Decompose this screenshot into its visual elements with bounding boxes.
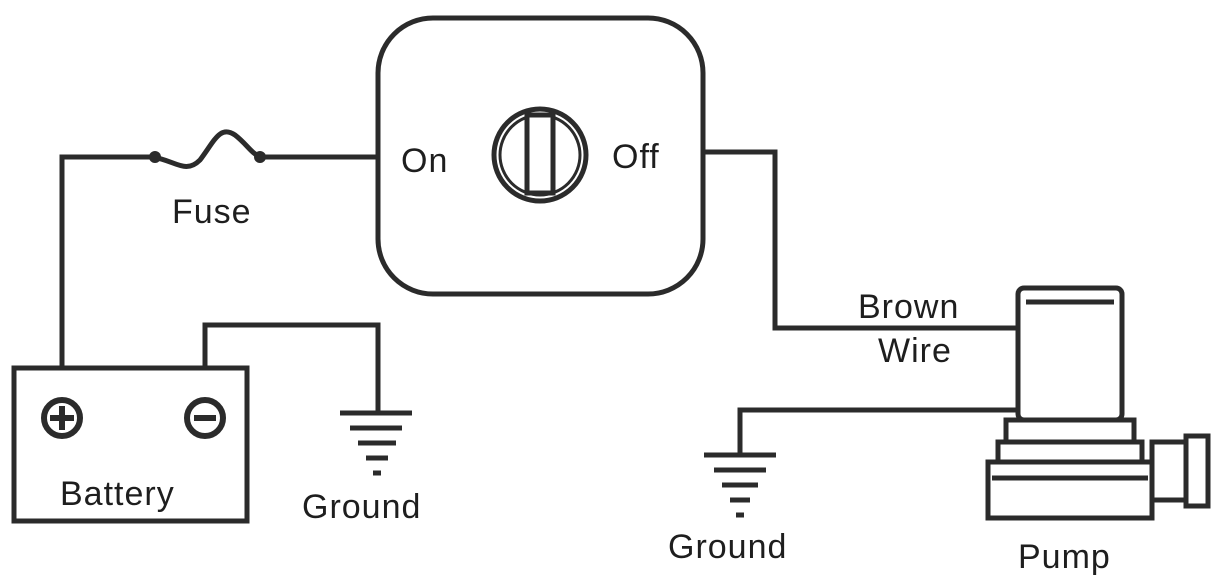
wire-battery-to-ground bbox=[202, 322, 381, 413]
on-label: On bbox=[401, 142, 448, 180]
off-label: Off bbox=[612, 138, 660, 176]
ground-icon-left bbox=[340, 410, 412, 476]
ground-label-right: Ground bbox=[668, 528, 787, 566]
wire-brown bbox=[703, 149, 1018, 331]
wire-battery-to-fuse bbox=[59, 154, 152, 368]
ground-icon-right bbox=[704, 452, 776, 518]
fuse bbox=[149, 129, 266, 169]
negative-terminal-icon bbox=[184, 397, 226, 439]
positive-terminal-icon bbox=[41, 397, 83, 439]
pump-label: Pump bbox=[1018, 538, 1111, 576]
rocker-switch-icon[interactable] bbox=[491, 106, 589, 204]
battery-label: Battery bbox=[60, 475, 175, 513]
pump-icon bbox=[985, 285, 1211, 521]
fuse-terminal-right bbox=[254, 151, 266, 163]
wire-pump-to-ground bbox=[737, 407, 1018, 455]
brown-wire-label-line2: Wire bbox=[878, 332, 952, 370]
brown-wire-label-line1: Brown bbox=[858, 288, 959, 326]
fuse-terminal-left bbox=[149, 151, 161, 163]
battery-body bbox=[11, 365, 250, 524]
ground-label-left: Ground bbox=[302, 488, 421, 526]
fuse-label: Fuse bbox=[172, 193, 252, 231]
